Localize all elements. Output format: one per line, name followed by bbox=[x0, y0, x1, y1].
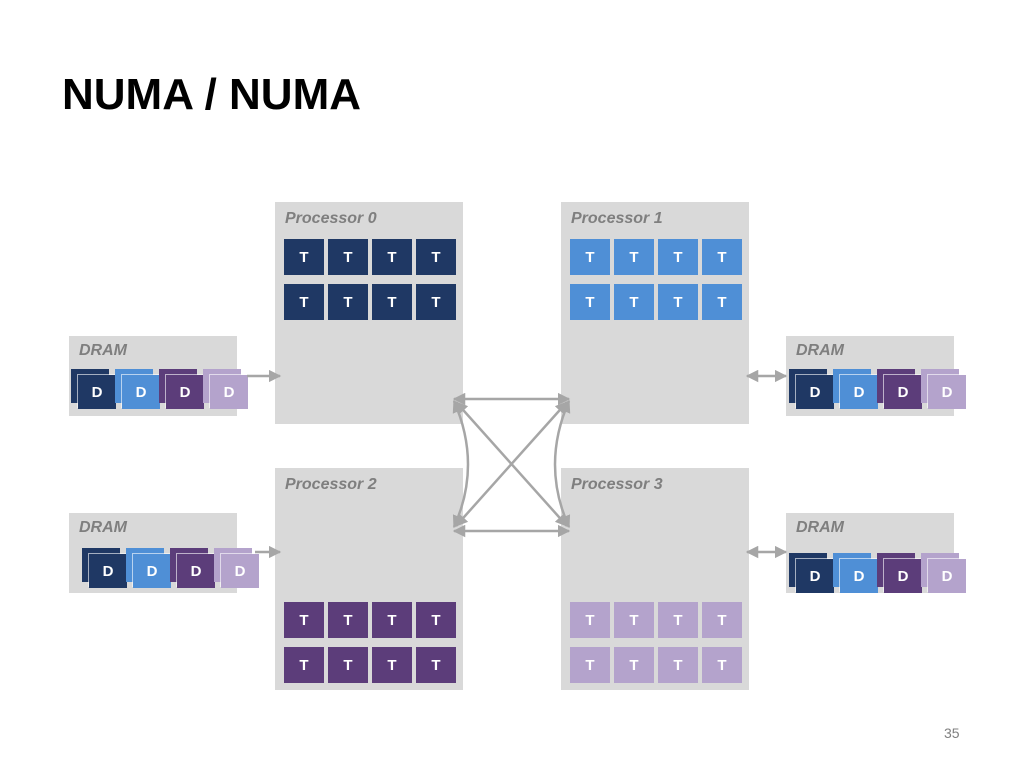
thread-tile: T bbox=[284, 284, 324, 320]
thread-tile: T bbox=[702, 647, 742, 683]
thread-tile: T bbox=[416, 647, 456, 683]
dram-chip: D bbox=[203, 369, 248, 409]
dram-chip: D bbox=[833, 369, 878, 409]
thread-tile: T bbox=[372, 647, 412, 683]
thread-tile: T bbox=[570, 284, 610, 320]
dram-chip: D bbox=[789, 369, 834, 409]
thread-tile: T bbox=[328, 239, 368, 275]
thread-tile: T bbox=[702, 239, 742, 275]
page-number: 35 bbox=[944, 725, 960, 741]
thread-tile: T bbox=[614, 239, 654, 275]
thread-tile: T bbox=[284, 647, 324, 683]
thread-tile: T bbox=[570, 602, 610, 638]
thread-tile: T bbox=[614, 647, 654, 683]
dram-chip: D bbox=[82, 548, 127, 588]
thread-tile: T bbox=[284, 602, 324, 638]
processor-1-label: Processor 1 bbox=[571, 210, 663, 227]
thread-tile: T bbox=[372, 239, 412, 275]
processor-0-label: Processor 0 bbox=[285, 210, 377, 227]
dram-chip: D bbox=[877, 553, 922, 593]
thread-tile: T bbox=[328, 284, 368, 320]
dram-chip: D bbox=[214, 548, 259, 588]
dram-chip: D bbox=[789, 553, 834, 593]
link-p1-p3 bbox=[553, 399, 571, 529]
thread-tile: T bbox=[416, 602, 456, 638]
processor-3-label: Processor 3 bbox=[571, 476, 663, 493]
dram-chip: D bbox=[170, 548, 215, 588]
thread-tile: T bbox=[284, 239, 324, 275]
thread-tile: T bbox=[658, 239, 698, 275]
dram-chip: D bbox=[71, 369, 116, 409]
processor-2-label: Processor 2 bbox=[285, 476, 377, 493]
thread-tile: T bbox=[614, 284, 654, 320]
dram-chip: D bbox=[877, 369, 922, 409]
thread-tile: T bbox=[702, 284, 742, 320]
dram-3-label: DRAM bbox=[796, 519, 844, 536]
dram-2-label: DRAM bbox=[79, 519, 127, 536]
dram-chip: D bbox=[126, 548, 171, 588]
thread-tile: T bbox=[658, 284, 698, 320]
dram-chip: D bbox=[159, 369, 204, 409]
thread-tile: T bbox=[328, 647, 368, 683]
thread-tile: T bbox=[614, 602, 654, 638]
thread-tile: T bbox=[570, 239, 610, 275]
thread-tile: T bbox=[328, 602, 368, 638]
thread-tile: T bbox=[658, 602, 698, 638]
dram-1-label: DRAM bbox=[796, 342, 844, 359]
thread-tile: T bbox=[658, 647, 698, 683]
slide-title: NUMA / NUMA bbox=[62, 70, 361, 119]
dram-chip: D bbox=[921, 369, 966, 409]
dram-chip: D bbox=[115, 369, 160, 409]
dram-chip: D bbox=[833, 553, 878, 593]
thread-tile: T bbox=[372, 284, 412, 320]
thread-tile: T bbox=[570, 647, 610, 683]
link-p1-p2 bbox=[455, 401, 568, 527]
thread-tile: T bbox=[372, 602, 412, 638]
link-p0-p2 bbox=[452, 399, 470, 529]
thread-tile: T bbox=[416, 239, 456, 275]
dram-0-label: DRAM bbox=[79, 342, 127, 359]
thread-tile: T bbox=[702, 602, 742, 638]
thread-tile: T bbox=[416, 284, 456, 320]
dram-chip: D bbox=[921, 553, 966, 593]
